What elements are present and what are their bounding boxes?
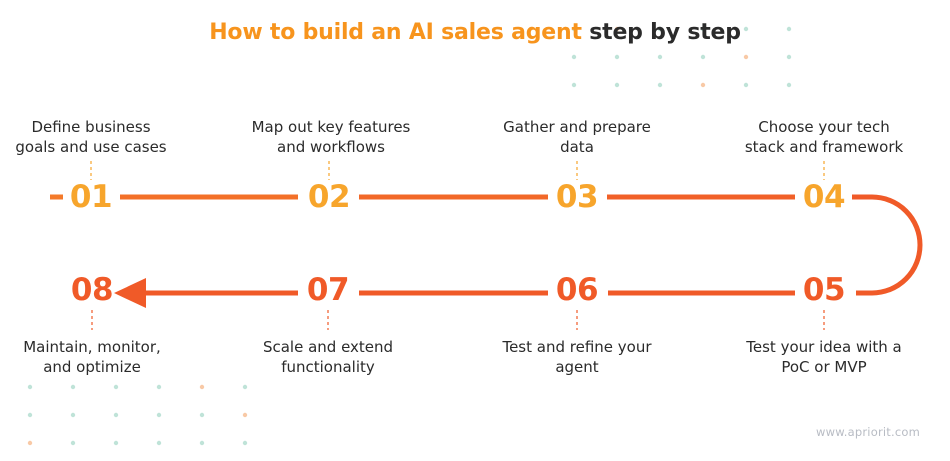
decorative-dot	[700, 54, 706, 60]
decorative-dot	[786, 54, 792, 60]
decorative-dot	[156, 440, 162, 446]
decorative-dot	[113, 412, 119, 418]
decorative-dot	[242, 412, 248, 418]
decorative-dot	[786, 82, 792, 88]
step-04-label: Choose your tech stack and framework	[744, 118, 904, 156]
decorative-dot	[70, 440, 76, 446]
title-rest: step by step	[581, 20, 741, 45]
step-03-label: Gather and prepare data	[503, 118, 651, 156]
decorative-dot	[743, 82, 749, 88]
decorative-dot	[614, 82, 620, 88]
step-06-label: Test and refine your agent	[502, 338, 652, 376]
step-08-number: 08	[70, 272, 114, 308]
dot-grid-top-right	[571, 26, 792, 88]
decorative-dot	[199, 412, 205, 418]
decorative-dot	[199, 440, 205, 446]
decorative-dot	[657, 26, 663, 32]
step-04-number: 04	[802, 179, 846, 215]
dot-grid-bottom-left	[27, 384, 248, 446]
decorative-dot	[614, 26, 620, 32]
decorative-dot	[786, 26, 792, 32]
step-07-label: Scale and extend functionality	[262, 338, 394, 376]
step-03-number: 03	[555, 179, 599, 215]
decorative-dot	[242, 440, 248, 446]
decorative-dot	[743, 54, 749, 60]
decorative-dot	[571, 54, 577, 60]
step-02-number: 02	[307, 179, 351, 215]
decorative-dot	[113, 384, 119, 390]
step-08-label: Maintain, monitor, and optimize	[23, 338, 161, 376]
footer-url: www.apriorit.com	[816, 425, 920, 439]
step-02-label: Map out key features and workflows	[251, 118, 411, 156]
decorative-dot	[614, 54, 620, 60]
step-05-number: 05	[802, 272, 846, 308]
decorative-dot	[70, 412, 76, 418]
title-highlight: How to build an AI sales agent	[209, 20, 582, 45]
decorative-dot	[27, 384, 33, 390]
decorative-dot	[242, 384, 248, 390]
page-title: How to build an AI sales agent step by s…	[0, 20, 950, 45]
decorative-dot	[113, 440, 119, 446]
decorative-dot	[27, 412, 33, 418]
decorative-dot	[700, 26, 706, 32]
decorative-dot	[156, 384, 162, 390]
step-06-number: 06	[555, 272, 599, 308]
step-01-label: Define business goals and use cases	[15, 118, 167, 156]
step-05-label: Test your idea with a PoC or MVP	[746, 338, 902, 376]
decorative-dot	[571, 82, 577, 88]
decorative-dot	[743, 26, 749, 32]
connector-curve-04-05	[852, 194, 923, 296]
decorative-dot	[657, 82, 663, 88]
decorative-dot	[199, 384, 205, 390]
decorative-dot	[571, 26, 577, 32]
arrowhead-icon	[114, 278, 146, 308]
step-01-number: 01	[69, 179, 113, 215]
step-07-number: 07	[306, 272, 350, 308]
decorative-dot	[27, 440, 33, 446]
decorative-dot	[657, 54, 663, 60]
decorative-dot	[70, 384, 76, 390]
decorative-dot	[700, 82, 706, 88]
decorative-dot	[156, 412, 162, 418]
